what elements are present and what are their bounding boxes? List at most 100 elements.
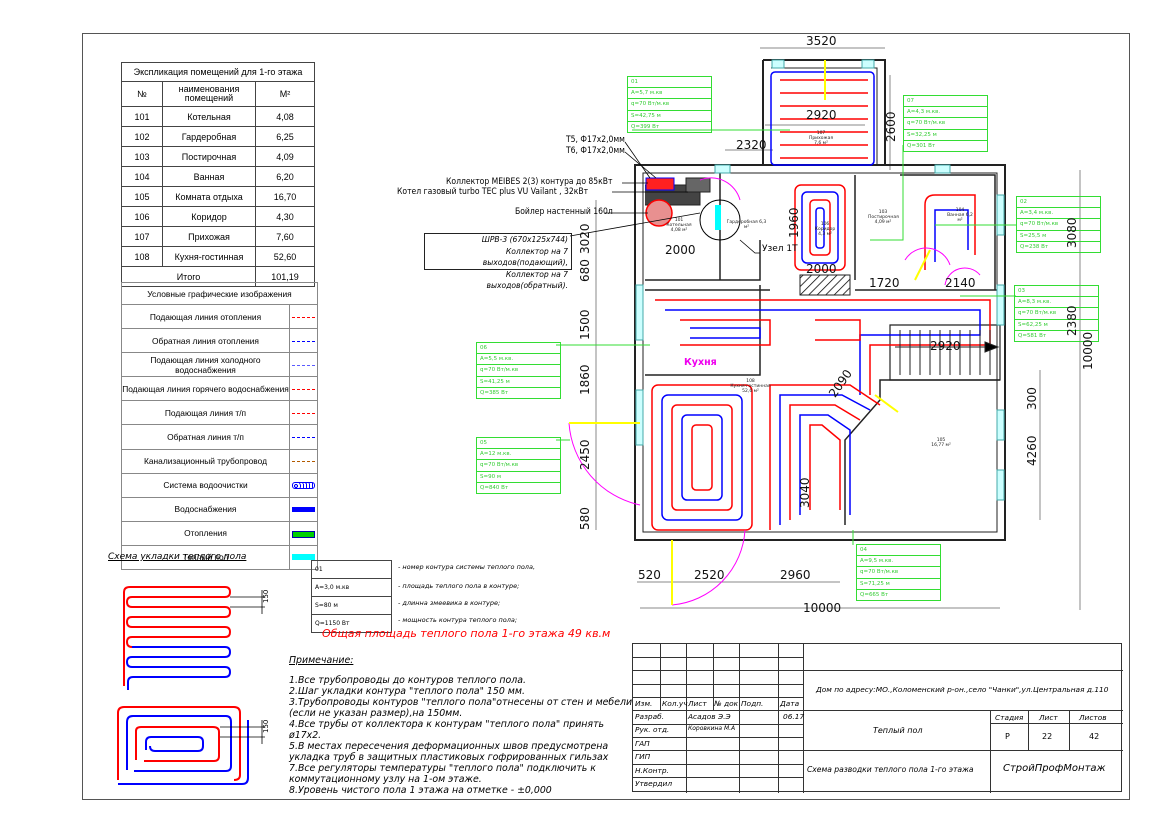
- col-sign: Подп.: [741, 699, 764, 708]
- dim-left-680: 680: [578, 259, 592, 282]
- legend-label: Канализационный трубопровод: [121, 448, 290, 474]
- section-name: Теплый пол: [873, 726, 923, 735]
- entry-vestibule-wall: [762, 59, 886, 165]
- note-item: 3.Трубопроводы контуров "теплого пола"от…: [289, 697, 633, 719]
- col-header-area: М²: [255, 81, 315, 107]
- signoff-name: Асадов Э.Э: [688, 712, 731, 721]
- line-symbol-icon: [292, 437, 315, 439]
- layout-scheme-caption: Схема укладки теплого пола: [108, 552, 247, 562]
- note-item: 2.Шаг укладки контура "теплого пола" 150…: [289, 686, 525, 697]
- snake-supply-pipe: [123, 586, 232, 686]
- callout-gas-boiler: Котел газовый turbo TEC plus VU Vailant …: [397, 187, 589, 197]
- spiral-supply-pipe: [117, 706, 241, 781]
- dim-corridor-1960: 1960: [787, 207, 801, 238]
- explication-table: Экспликация помещений для 1-го этажа № н…: [121, 62, 315, 287]
- room-102: Гардеробная 6,3 м²: [726, 220, 767, 230]
- note-item: 5.В местах пересечения деформационных шв…: [289, 741, 609, 763]
- sheets-value: 42: [1089, 732, 1100, 741]
- line-symbol-icon: [292, 507, 315, 513]
- legend-item: Подающая линия отопления: [121, 303, 318, 330]
- note-item: 1.Все трубопроводы до контуров теплого п…: [289, 675, 526, 686]
- signoff-name: Коровкина М.А: [688, 725, 736, 733]
- gas-boiler-icon: [685, 177, 711, 193]
- dim-bottom-10000: 10000: [803, 601, 842, 615]
- line-symbol-icon: [292, 340, 315, 342]
- dim-bottom-2520: 2520: [694, 568, 725, 582]
- callout-leaders: [569, 141, 760, 254]
- callout-t5: Т5, Ф17х2,0мм: [566, 135, 625, 145]
- kitchen-label: Кухня: [684, 357, 717, 368]
- title-block: Изм. Кол.уч Лист № док Подп. Дата Разраб…: [632, 643, 1123, 793]
- dim-left-580: 580: [578, 507, 592, 530]
- signoff-role: ГАП: [635, 738, 650, 748]
- stage-value: Р: [1005, 732, 1010, 741]
- shrv-callout-box: ШРВ-3 (670х125х744) Коллектор на 7 выход…: [424, 233, 572, 290]
- legend-label: Подающая линия отопления: [121, 303, 290, 330]
- callout-wall-boiler: Бойлер настенный 160л: [515, 207, 613, 217]
- notes-block: Примечание: 1.Все трубопроводы до контур…: [289, 655, 634, 796]
- legend-label: Подающая линия холодного водоснабжения: [121, 352, 290, 378]
- dim-1720: 1720: [869, 276, 900, 290]
- legend-label: Теплый пол: [121, 544, 290, 571]
- callout-collector: Коллектор MEIBES 2(3) контура до 85кВт: [446, 177, 613, 187]
- stairs: [895, 330, 1000, 375]
- signoff-role: Утвердил: [635, 779, 673, 788]
- legend-label: Обратная линия т/п: [121, 424, 290, 450]
- note-item: 8.Уровень чистого пола 1 этажа на отметк…: [289, 785, 552, 796]
- legend-table: Условные графические изображения Подающа…: [121, 282, 318, 571]
- dim-kitchen-3040: 3040: [798, 477, 812, 508]
- dim-porch: 2320: [736, 138, 767, 152]
- shrv-line-2: Коллектор на 7 выходов(подающий),: [482, 246, 568, 268]
- note-item: 7.Все регуляторы температуры "теплого по…: [289, 763, 596, 785]
- contour-bath: [924, 194, 976, 270]
- callout-t6: Т6, Ф17х2,0мм: [566, 146, 625, 156]
- signoff-role: ГИП: [635, 752, 651, 762]
- dim-stairs: 2920: [930, 339, 961, 353]
- shrv-line-1: ШРВ-3 (670х125х744): [481, 235, 568, 244]
- line-symbol-icon: [292, 388, 315, 390]
- signoff-role: Разраб.: [635, 712, 665, 721]
- dim-right-4260: 4260: [1025, 435, 1039, 466]
- contour-kitchen-right: [769, 384, 881, 530]
- dim-entry-width: 2920: [806, 108, 837, 122]
- legend-item: Подающая линия холодного водоснабжения: [121, 352, 318, 378]
- drawing-frame: [82, 33, 1130, 800]
- legend-label: Подающая линия т/п: [121, 400, 290, 426]
- dim-left-1860: 1860: [578, 364, 592, 395]
- shrv-line-3: Коллектор на 7 выходов(обратный).: [486, 269, 568, 291]
- signoff-role: Рук. отд.: [635, 725, 670, 735]
- company-name: СтройПрофМонтаж: [1003, 763, 1106, 774]
- legend-item: Теплый пол: [121, 544, 318, 571]
- key-desc-length: - длинна змеевика в контуре;: [398, 599, 501, 607]
- pitch-label-2: 150: [262, 720, 270, 733]
- key-desc-id: - номер контура системы теплого пола,: [398, 563, 536, 571]
- dim-corridor: 2000: [806, 262, 837, 276]
- signoff-role: Н.Контр.: [635, 765, 669, 775]
- dim-bottom-2960: 2960: [780, 568, 811, 582]
- windows: [635, 59, 1005, 501]
- line-symbol-icon: [292, 482, 315, 490]
- contour-key-table: 01 A=3,0 м.кв S=80 м Q=1150 Вт: [311, 560, 392, 633]
- line-symbol-icon: [292, 412, 315, 414]
- note-item: 4.Все трубы от коллектора к контурам "те…: [289, 719, 605, 741]
- dim-bottom-520: 520: [638, 568, 661, 582]
- door-swings: [568, 177, 981, 606]
- dim-top: 3520: [806, 34, 837, 48]
- total-heated-area: Общая площадь теплого пола 1-го этажа 49…: [322, 627, 611, 640]
